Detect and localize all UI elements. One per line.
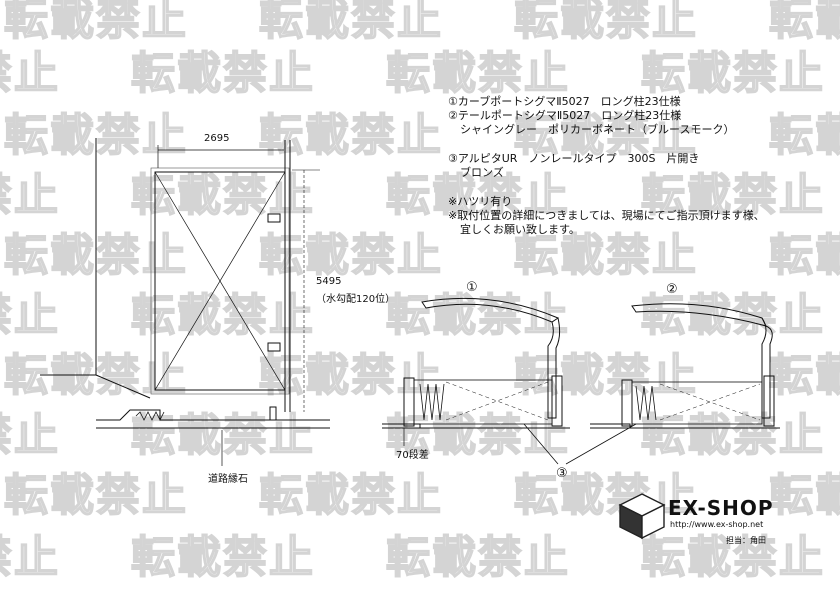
watermark-text: 転載禁止 [0,532,60,583]
watermark-text: 転載禁止 [641,48,825,99]
watermark-text: 転載禁止 [641,290,825,341]
gate-diagonal-2a [659,383,761,421]
leader-3b [565,423,637,465]
elevation-1 [382,297,570,465]
watermark-text: 転載禁止 [259,350,443,401]
curb-label: 道路縁石 [208,474,248,485]
watermark-text: 転載禁止 [641,410,825,461]
gate-diagonal-2b [659,383,761,421]
watermark-text: 転載禁止 [514,230,698,281]
watermark-text: 転載禁止 [769,230,840,281]
slope-note-label: （水勾配120位） [316,294,396,305]
post-marker-2 [267,342,281,352]
watermark-text: 転載禁止 [131,48,315,99]
watermark-text: 転載禁止 [259,0,443,45]
note-line-1: ①カーブポートシグマⅡ5027 ロング柱23仕様 [448,95,681,108]
gate-post [269,406,277,421]
width-dimension-label: 2695 [204,133,230,144]
watermark-text: 転載禁止 [4,230,188,281]
watermark-text: 転載禁止 [131,532,315,583]
note-line-2: ②テールポートシグマⅡ5027 ロング柱23仕様 [448,109,682,122]
watermark-text: 転載禁止 [386,48,570,99]
step-2 [590,423,631,428]
logo-url: http://www.ex-shop.net [670,520,764,529]
watermark-text: 転載禁止 [769,110,840,161]
elevation-marker-3: ③ [556,466,568,481]
watermark-text: 転載禁止 [641,532,825,583]
watermark-text: 転載禁止 [386,290,570,341]
plan-view [40,138,330,466]
post-marker-1 [267,213,281,223]
watermark-text: 転載禁止 [641,170,825,221]
watermark-text: 転載禁止 [4,0,188,45]
watermark-text: 転載禁止 [259,230,443,281]
watermark-text: 転載禁止 [769,350,840,401]
carport-roof-inner [150,167,290,395]
watermark-text: 転載禁止 [386,170,570,221]
ex-shop-logo-cube [618,493,666,540]
note-line-4: ③アルピタUR ノンレールタイプ 300S 片開き [448,152,700,165]
note-line-7: ※取付位置の詳細につきましては、現場にてご指示頂けます様、 [448,209,765,222]
step-1 [382,423,421,428]
watermark-text: 転載禁止 [514,0,698,45]
watermark-text: 転載禁止 [0,48,60,99]
leader-3a [523,423,559,465]
watermark-text: 転載禁止 [259,110,443,161]
ground-line [96,409,330,421]
watermark-text: 転載禁止 [386,410,570,461]
elevation-marker-2: ② [666,282,678,297]
watermark-text: 転載禁止 [4,110,188,161]
gate-spring-2 [635,385,657,421]
elevation-marker-1: ① [466,280,478,295]
watermark-text: 転載禁止 [769,0,840,45]
note-line-8: 宜しくお願い致します。 [460,223,580,236]
elevation-2 [565,303,780,465]
gate-post-2 [763,375,775,427]
watermark-text: 転載禁止 [0,410,60,461]
gate-spring-1 [419,383,445,421]
watermark-text: 転載禁止 [0,170,60,221]
roof-diagonal-b [154,171,286,391]
watermark-text: 転載禁止 [514,350,698,401]
gate-spring-plan [135,411,165,421]
note-line-3: シャイングレー ポリカーボネート（ブルースモーク） [460,123,735,136]
gate-post-1 [551,375,563,427]
watermark-text: 転載禁止 [131,290,315,341]
note-line-6: ※ハツリ有り [448,195,513,208]
step-label: 70段差 [396,450,429,461]
watermark-text: 転載禁止 [4,470,188,521]
watermark-text: 転載禁止 [769,470,840,521]
logo-staff: 担当：角田 [726,536,766,545]
watermark-text: 転載禁止 [514,110,698,161]
depth-dimension-label: 5495 [316,276,342,287]
logo-brand-name: EX-SHOP [668,496,774,520]
gate-door-2 [631,381,763,425]
house-wall-diagonal [95,374,151,399]
watermark-text: 転載禁止 [386,532,570,583]
watermark-text: 転載禁止 [514,470,698,521]
cube-right [641,503,665,540]
note-line-5: ブロンズ [460,166,504,179]
watermark-text: 転載禁止 [0,290,60,341]
watermark-text: 転載禁止 [131,170,315,221]
watermark-text: 転載禁止 [259,470,443,521]
tail-post-2 [761,317,773,419]
